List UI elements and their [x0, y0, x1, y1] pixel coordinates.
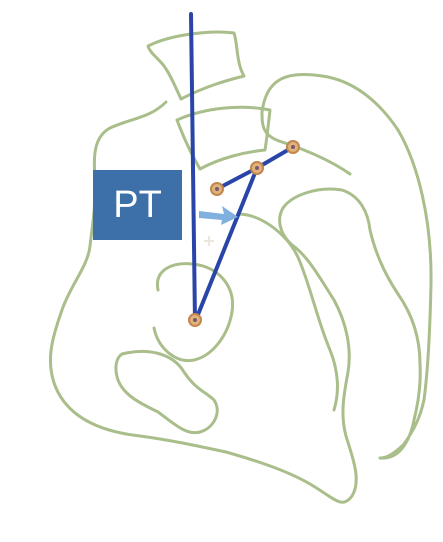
hip-center-marker	[189, 314, 201, 326]
pt-label-box: PT	[93, 170, 182, 240]
hip-to-sacrum-line	[195, 168, 257, 322]
sacral-plate-anterior-marker	[287, 141, 299, 153]
iliac-curve	[238, 214, 337, 410]
pelvis-outline	[50, 75, 431, 503]
sacral-plate-midpoint-marker	[251, 162, 263, 174]
angle-arrow-icon	[199, 206, 238, 225]
pt-label: PT	[113, 186, 162, 224]
faint-marker-icon	[204, 236, 214, 246]
sacral-plate-posterior-marker	[211, 183, 223, 195]
sacral-vertebra-upper	[148, 32, 244, 99]
obturator-loop	[116, 351, 217, 432]
vertical-reference-line	[191, 14, 195, 322]
